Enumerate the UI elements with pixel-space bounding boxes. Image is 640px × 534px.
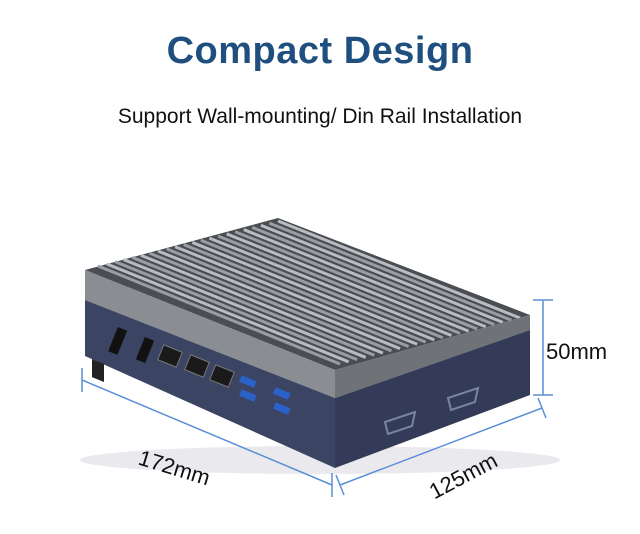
heatsink-fin — [123, 258, 367, 359]
lan-port-3 — [209, 364, 235, 388]
side-top-band — [335, 315, 530, 398]
heatsink-fin — [208, 236, 452, 337]
com-port-2 — [446, 386, 480, 412]
front-top-band — [85, 270, 335, 398]
heatsink-fin — [106, 262, 350, 364]
heatsink-fin — [200, 238, 444, 340]
power-connector — [92, 359, 104, 383]
heatsink-fin — [226, 232, 470, 333]
depth-dimension-line — [339, 407, 543, 486]
heatsink-fin — [131, 256, 375, 357]
heatsink-fin — [183, 243, 427, 344]
lan-port-2 — [184, 354, 210, 378]
heatsink-fin — [140, 253, 384, 355]
side-com-ports — [383, 386, 480, 436]
heatsink-fin — [260, 223, 504, 324]
front-ports — [92, 327, 291, 415]
height-dimension-label: 50mm — [546, 339, 608, 364]
heatsink-fin — [277, 219, 521, 320]
lan-port-1 — [157, 344, 183, 368]
heatsink-fin — [148, 251, 392, 353]
com-port-1 — [383, 410, 417, 436]
heatsink-fin — [114, 260, 358, 362]
heatsink-fin — [97, 264, 341, 366]
page-subtitle: Support Wall-mounting/ Din Rail Installa… — [117, 105, 523, 128]
heatsink-fin — [174, 245, 418, 346]
heatsink-fin — [217, 234, 461, 335]
heatsink-fin — [268, 221, 512, 322]
heatsink-fins — [97, 219, 521, 366]
usb-port-1 — [239, 375, 257, 388]
usb-port-3 — [273, 387, 291, 400]
heatsink-fin — [243, 228, 487, 329]
heatsink-fin — [191, 241, 435, 342]
side-panel — [335, 330, 530, 468]
page-title: Compact Design — [166, 30, 474, 72]
usb-port-4 — [273, 402, 291, 415]
heatsink-fin — [234, 230, 478, 331]
hdmi-port — [108, 327, 128, 355]
width-dimension-line — [81, 379, 333, 486]
heatsink-fin — [251, 226, 495, 326]
dimension-lines — [81, 299, 553, 497]
usb-port-2 — [239, 389, 257, 402]
heatsink-fin — [166, 247, 410, 348]
heatsink-fin — [157, 249, 401, 351]
display-port — [135, 337, 155, 363]
